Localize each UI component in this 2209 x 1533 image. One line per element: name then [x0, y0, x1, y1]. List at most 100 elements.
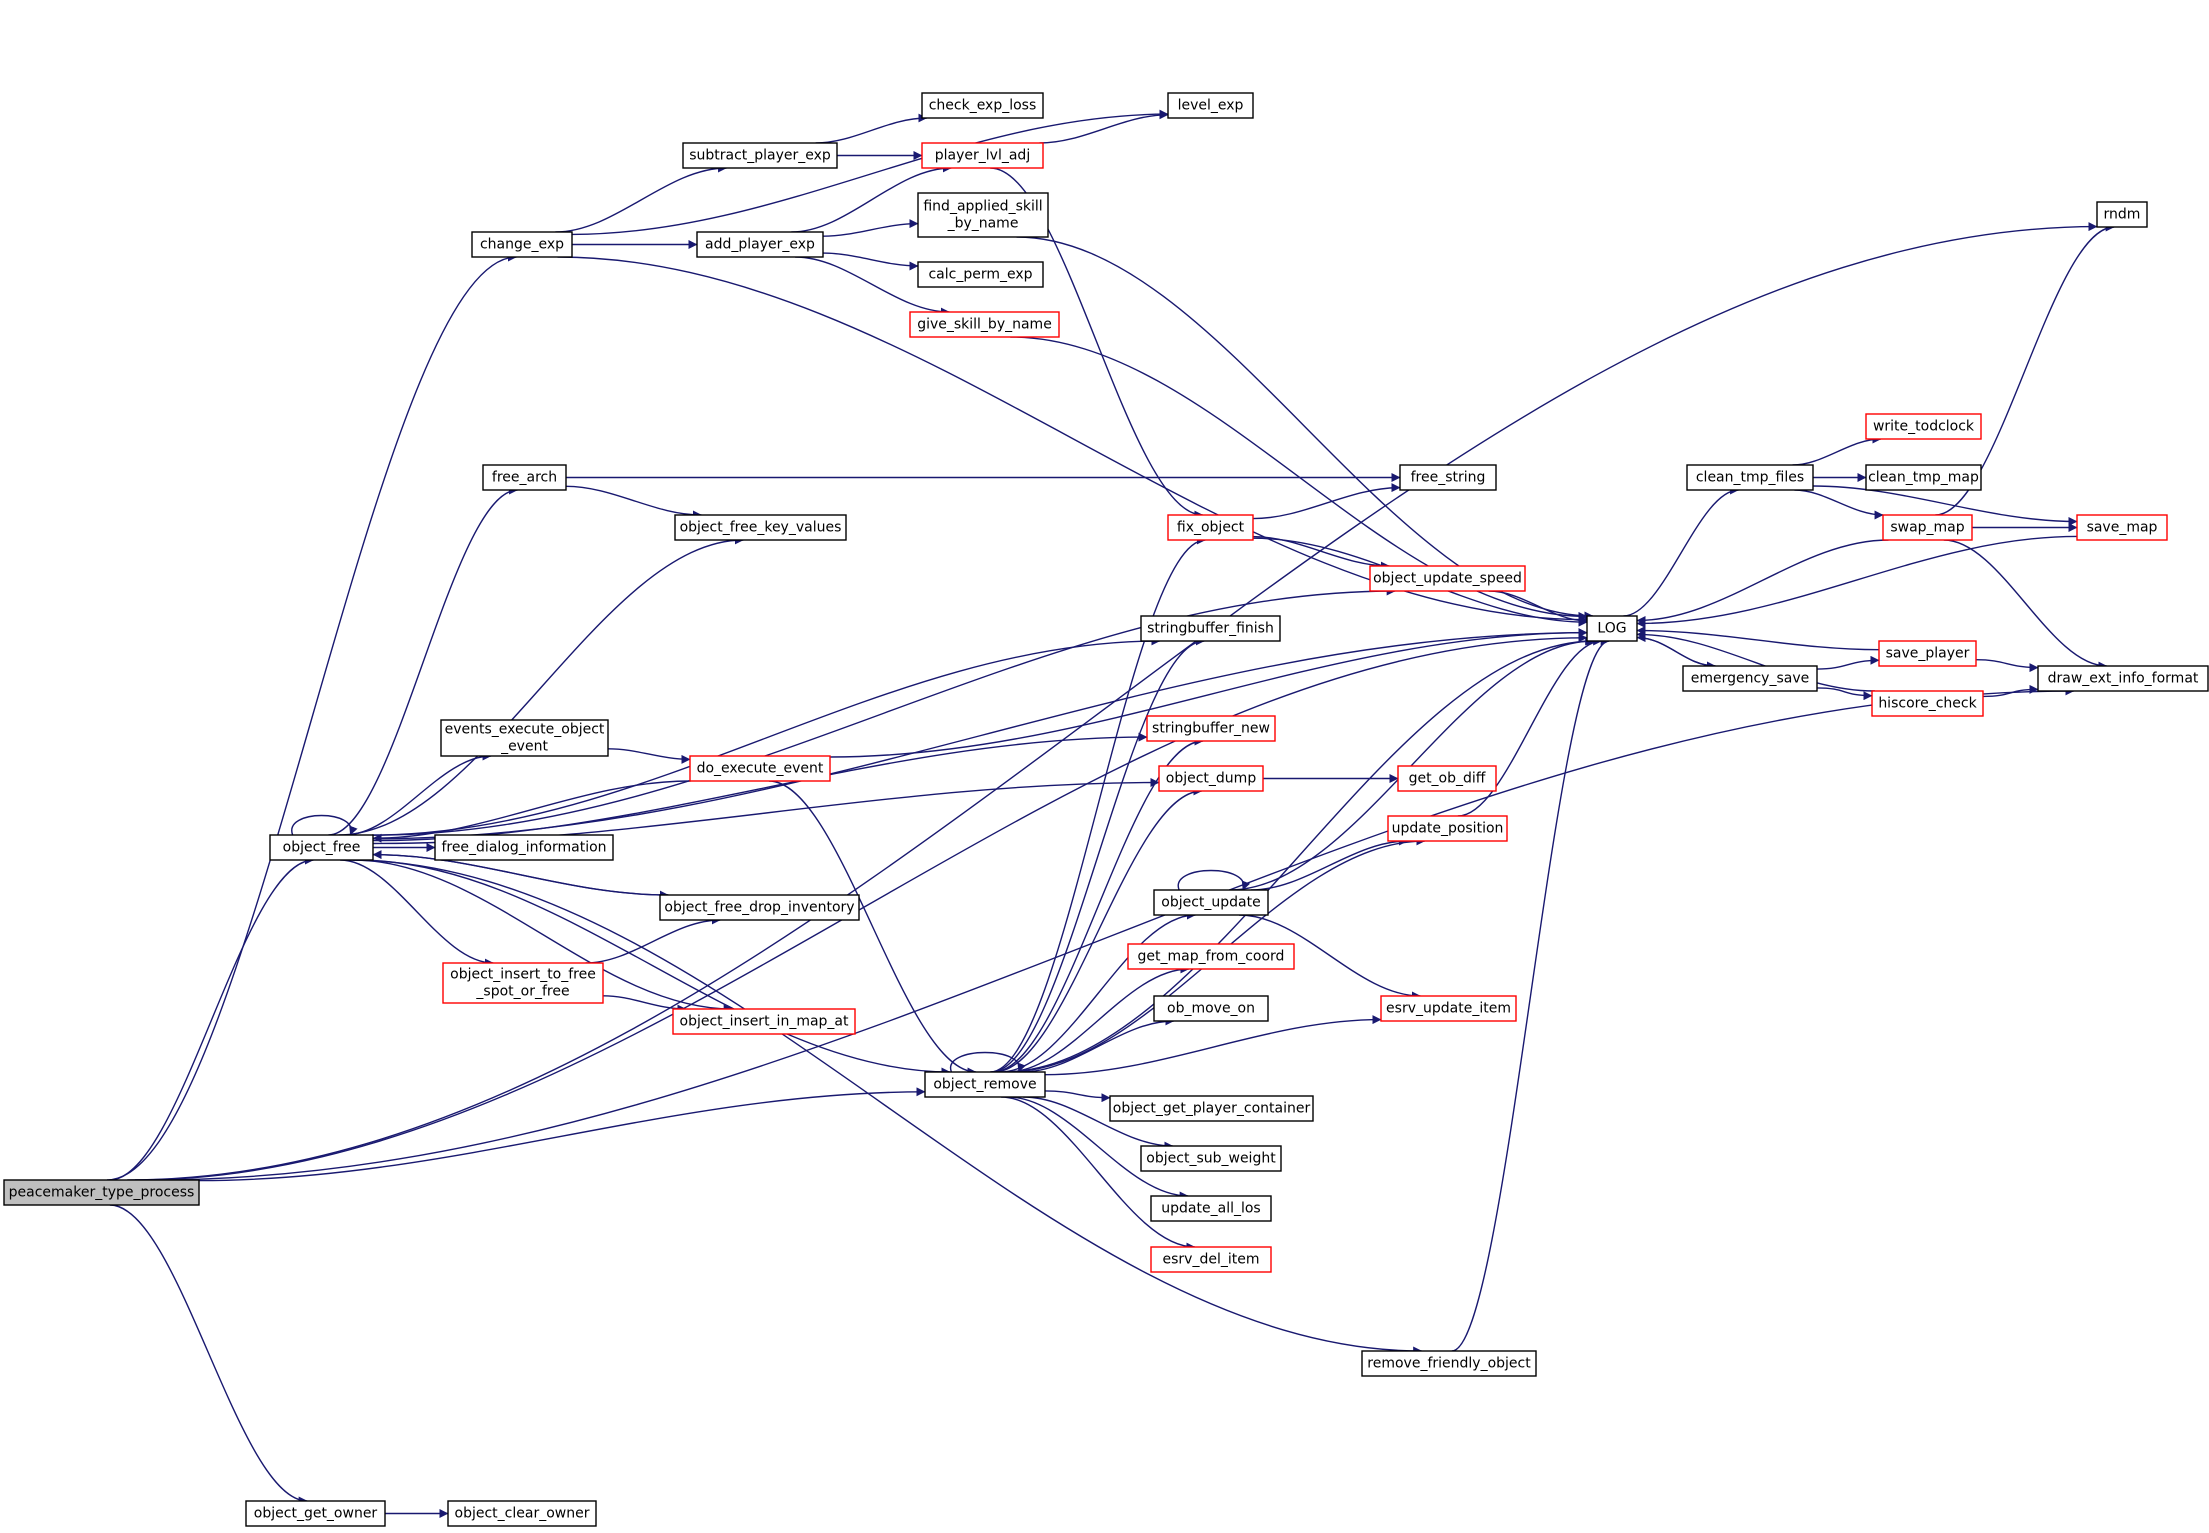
node-update-position[interactable]: update_position — [1387, 815, 1508, 842]
node-rndm[interactable]: rndm — [2096, 201, 2148, 228]
edge-path — [607, 748, 691, 764]
edge-path — [1794, 489, 1884, 520]
node-box — [1369, 565, 1526, 592]
node-save-player[interactable]: save_player — [1878, 640, 1977, 667]
node-stringbuffer-new[interactable]: stringbuffer_new — [1146, 715, 1276, 742]
node-label: events_execute_object — [445, 722, 605, 738]
node-esrv-update-item[interactable]: esrv_update_item — [1380, 995, 1517, 1022]
node-get-ob-diff[interactable]: get_ob_diff — [1397, 765, 1497, 792]
edge-path — [372, 586, 1396, 836]
node-label: object_sub_weight — [1146, 1151, 1276, 1167]
node-player-lvl-adj[interactable]: player_lvl_adj — [921, 142, 1044, 169]
node-object-free-key-values[interactable]: object_free_key_values — [674, 514, 847, 541]
node-update-all-los[interactable]: update_all_los — [1150, 1195, 1272, 1222]
node-label: object_free — [283, 840, 361, 856]
node-box — [1140, 1145, 1282, 1172]
edge-object-free-drop-inventory-to-object-free — [372, 850, 669, 896]
node-object-remove[interactable]: object_remove — [924, 1071, 1046, 1098]
node-calc-perm-exp[interactable]: calc_perm_exp — [917, 261, 1044, 288]
edge-path — [565, 485, 702, 520]
edge-path — [328, 485, 519, 836]
node-free-arch[interactable]: free_arch — [482, 464, 567, 491]
node-clean-tmp-files[interactable]: clean_tmp_files — [1686, 464, 1814, 491]
node-remove-friendly-object[interactable]: remove_friendly_object — [1361, 1350, 1537, 1377]
node-ob-move-on[interactable]: ob_move_on — [1153, 995, 1269, 1022]
node-fix-object[interactable]: fix_object — [1167, 514, 1254, 541]
node-box — [1387, 815, 1508, 842]
node-esrv-del-item[interactable]: esrv_del_item — [1150, 1246, 1272, 1273]
node-label: check_exp_loss — [929, 98, 1037, 114]
edge-path — [109, 855, 314, 1181]
node-object-clear-owner[interactable]: object_clear_owner — [447, 1500, 597, 1527]
node-peacemaker-type-process[interactable]: peacemaker_type_process — [3, 1179, 200, 1206]
edge-path — [372, 636, 1161, 836]
node-events-execute-object-event[interactable]: events_execute_object_event — [440, 719, 609, 757]
edge-path — [150, 686, 2075, 1181]
node-layer: peacemaker_type_process change_exp subtrac… — [3, 92, 2209, 1527]
node-subtract-player-exp[interactable]: subtract_player_exp — [682, 142, 838, 169]
edge-object-remove-to-esrv-del-item — [1001, 1096, 1196, 1252]
node-swap-map[interactable]: swap_map — [1882, 514, 1973, 541]
node-find-applied-skill-by-name[interactable]: find_applied_skill_by_name — [917, 192, 1049, 238]
edge-path — [822, 252, 919, 271]
node-label: stringbuffer_new — [1152, 721, 1270, 737]
edge-remove-friendly-object-to-log — [1451, 636, 1610, 1352]
node-log[interactable]: LOG — [1586, 615, 1638, 642]
edge-path — [555, 163, 728, 233]
node-object-get-owner[interactable]: object_get_owner — [245, 1500, 386, 1527]
node-object-free-drop-inventory[interactable]: object_free_drop_inventory — [659, 894, 860, 921]
node-clean-tmp-map[interactable]: clean_tmp_map — [1865, 464, 1982, 491]
node-draw-ext-info-format[interactable]: draw_ext_info_format — [2037, 665, 2209, 692]
node-give-skill-by-name[interactable]: give_skill_by_name — [909, 311, 1060, 338]
node-object-insert-in-map-at[interactable]: object_insert_in_map_at — [672, 1008, 856, 1035]
node-box — [1871, 690, 1984, 717]
node-check-exp-loss[interactable]: check_exp_loss — [921, 92, 1044, 119]
edge-object-update-speed-to-log — [1488, 590, 1588, 626]
edge-do-execute-event-to-object-free — [372, 780, 691, 843]
edge-path — [127, 222, 2098, 1181]
node-object-sub-weight[interactable]: object_sub_weight — [1140, 1145, 1282, 1172]
node-label: esrv_del_item — [1163, 1252, 1260, 1268]
node-object-update-speed[interactable]: object_update_speed — [1369, 565, 1526, 592]
edge-path — [822, 219, 919, 237]
edge-path — [353, 859, 733, 1014]
node-label: object_get_player_container — [1113, 1101, 1311, 1117]
node-box — [1153, 995, 1269, 1022]
node-free-dialog-information[interactable]: free_dialog_information — [434, 834, 614, 861]
edge-path — [291, 814, 358, 836]
node-level-exp[interactable]: level_exp — [1167, 92, 1254, 119]
node-object-free[interactable]: object_free — [269, 834, 374, 861]
node-label: _spot_or_free — [475, 984, 569, 1000]
edge-path — [344, 751, 492, 836]
node-object-get-player-container[interactable]: object_get_player_container — [1109, 1095, 1314, 1122]
node-hiscore-check[interactable]: hiscore_check — [1871, 690, 1984, 717]
node-box — [1878, 640, 1977, 667]
node-object-dump[interactable]: object_dump — [1158, 765, 1264, 792]
edge-object-free-to-object-free-key-values — [338, 535, 744, 836]
node-object-update[interactable]: object_update — [1153, 889, 1269, 916]
node-change-exp[interactable]: change_exp — [471, 231, 573, 258]
node-get-map-from-coord[interactable]: get_map_from_coord — [1127, 943, 1295, 970]
node-box — [269, 834, 374, 861]
edge-path — [1000, 910, 1196, 1073]
edge-path — [992, 736, 1204, 1073]
edge-events-execute-object-event-to-do-execute-event — [607, 748, 691, 764]
node-write-todclock[interactable]: write_todclock — [1865, 413, 1982, 440]
edge-path — [1451, 636, 1610, 1352]
edge-path — [585, 915, 721, 964]
node-free-string[interactable]: free_string — [1399, 464, 1497, 491]
edge-path — [815, 113, 928, 144]
node-do-execute-event[interactable]: do_execute_event — [689, 755, 831, 782]
edge-subtract-player-exp-to-check-exp-loss — [815, 113, 928, 144]
node-label: change_exp — [480, 237, 564, 253]
node-add-player-exp[interactable]: add_player_exp — [696, 231, 824, 258]
node-label: object_insert_in_map_at — [680, 1014, 850, 1030]
node-emergency-save[interactable]: emergency_save — [1682, 665, 1818, 692]
node-object-insert-to-free-spot-or-free[interactable]: object_insert_to_free_spot_or_free — [442, 962, 604, 1004]
edge-object-remove-to-object-get-player-container — [1044, 1090, 1111, 1103]
node-stringbuffer-finish[interactable]: stringbuffer_finish — [1140, 615, 1281, 642]
node-save-map[interactable]: save_map — [2076, 514, 2168, 541]
node-box — [1153, 889, 1269, 916]
edge-path — [1016, 236, 1594, 621]
node-label: LOG — [1597, 621, 1626, 637]
